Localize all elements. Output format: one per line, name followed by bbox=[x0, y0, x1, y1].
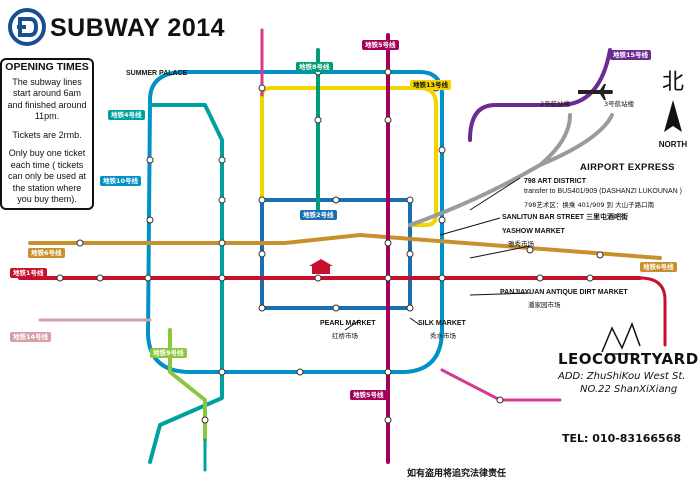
line-tag-6-west: 地铁6号线 bbox=[28, 248, 65, 258]
airplane-icon bbox=[578, 84, 613, 100]
opening-times-hours: The subway lines start around 6am and fi… bbox=[7, 76, 87, 122]
opening-times-panel: OPENING TIMES The subway lines start aro… bbox=[0, 58, 94, 210]
line-tag-2: 地铁2号线 bbox=[300, 210, 337, 220]
airport-express-label: AIRPORT EXPRESS bbox=[580, 162, 675, 173]
hostel-tel: TEL: 010-83166568 bbox=[562, 432, 682, 445]
north-arrow-icon bbox=[664, 100, 682, 132]
pearl-market-label: PEARL MARKET bbox=[320, 320, 376, 327]
line-tag-6-east: 地铁6号线 bbox=[640, 262, 677, 272]
sanlitun-label: SANLITUN BAR STREET 三里屯酒吧街 bbox=[502, 214, 628, 221]
line-yizhuang bbox=[440, 368, 562, 402]
line-15 bbox=[468, 48, 612, 142]
silk-market-label: SILK MARKET bbox=[418, 320, 466, 327]
line-tag-5-north: 地铁5号线 bbox=[362, 40, 399, 50]
panjiayuan-cn: 潘家园市场 bbox=[528, 301, 561, 309]
line-tag-1-west: 地铁1号线 bbox=[10, 268, 47, 278]
line-tag-15: 地铁15号线 bbox=[610, 50, 652, 60]
yashow-cn: 雅秀市场 bbox=[508, 240, 534, 248]
line-tag-4: 地铁4号线 bbox=[108, 110, 145, 120]
hostel-name: LEOCOURTYARD bbox=[558, 350, 699, 368]
line-airport-express bbox=[408, 113, 614, 227]
line-10-loop bbox=[146, 70, 444, 374]
copyright-warning: 如有盗用将追究法律责任 bbox=[407, 469, 507, 479]
opening-times-heading: OPENING TIMES bbox=[5, 61, 89, 73]
line-tag-5-south: 地铁5号线 bbox=[350, 390, 387, 400]
station-markers bbox=[56, 68, 604, 424]
tiananmen-icon bbox=[309, 259, 333, 274]
map-title: SUBWAY 2014 bbox=[50, 14, 226, 42]
line-tag-8: 地铁8号线 bbox=[296, 62, 333, 72]
hostel-address-2: NO.22 ShanXiXiang bbox=[580, 384, 678, 395]
line-6 bbox=[28, 233, 662, 260]
terminal-3-label: 3号航站楼 bbox=[604, 100, 635, 108]
logo-icon bbox=[8, 8, 46, 46]
hostel-address-1: ADD: ZhuShiKou West St. bbox=[558, 371, 686, 382]
pearl-market-cn: 红桥市场 bbox=[332, 332, 358, 340]
summer-palace-label: SUMMER PALACE bbox=[126, 70, 188, 77]
terminal-2-label: 2号航站楼 bbox=[540, 100, 571, 108]
line-9 bbox=[168, 328, 207, 442]
art-district-label: 798 ART DISTRICT bbox=[524, 178, 586, 185]
yashow-label: YASHOW MARKET bbox=[502, 228, 565, 235]
line-4 bbox=[148, 103, 224, 464]
line-batong bbox=[638, 276, 667, 347]
line-tag-9: 地铁9号线 bbox=[150, 348, 187, 358]
hostel-sketch-icon bbox=[601, 321, 641, 355]
line-tag-14: 地铁14号线 bbox=[10, 332, 52, 342]
opening-times-price: Tickets are 2rmb. bbox=[12, 129, 82, 140]
annotation-leaders bbox=[344, 177, 531, 331]
north-glyph: 北 bbox=[661, 70, 684, 95]
opening-times-ticket-note: Only buy one ticket each time ( tickets … bbox=[7, 148, 87, 204]
art-district-cn: 798艺术区：换乘 401/909 到 大山子路口南 bbox=[524, 201, 655, 209]
silk-market-cn: 秀水市场 bbox=[430, 332, 456, 340]
panjiayuan-label: PANJIAYUAN ANTIQUE DIRT MARKET bbox=[500, 289, 628, 296]
north-indicator: 北 NORTH bbox=[650, 64, 696, 149]
hostel-info: LEOCOURTYARD ADD: ZhuShiKou West St. NO.… bbox=[558, 350, 699, 445]
line-tag-10: 地铁10号线 bbox=[100, 176, 142, 186]
line-tag-13: 地铁13号线 bbox=[410, 80, 452, 90]
north-label: NORTH bbox=[658, 140, 688, 149]
art-district-transfer: transfer to BUS401/909 (DASHANZI LUKOUNA… bbox=[524, 188, 682, 195]
